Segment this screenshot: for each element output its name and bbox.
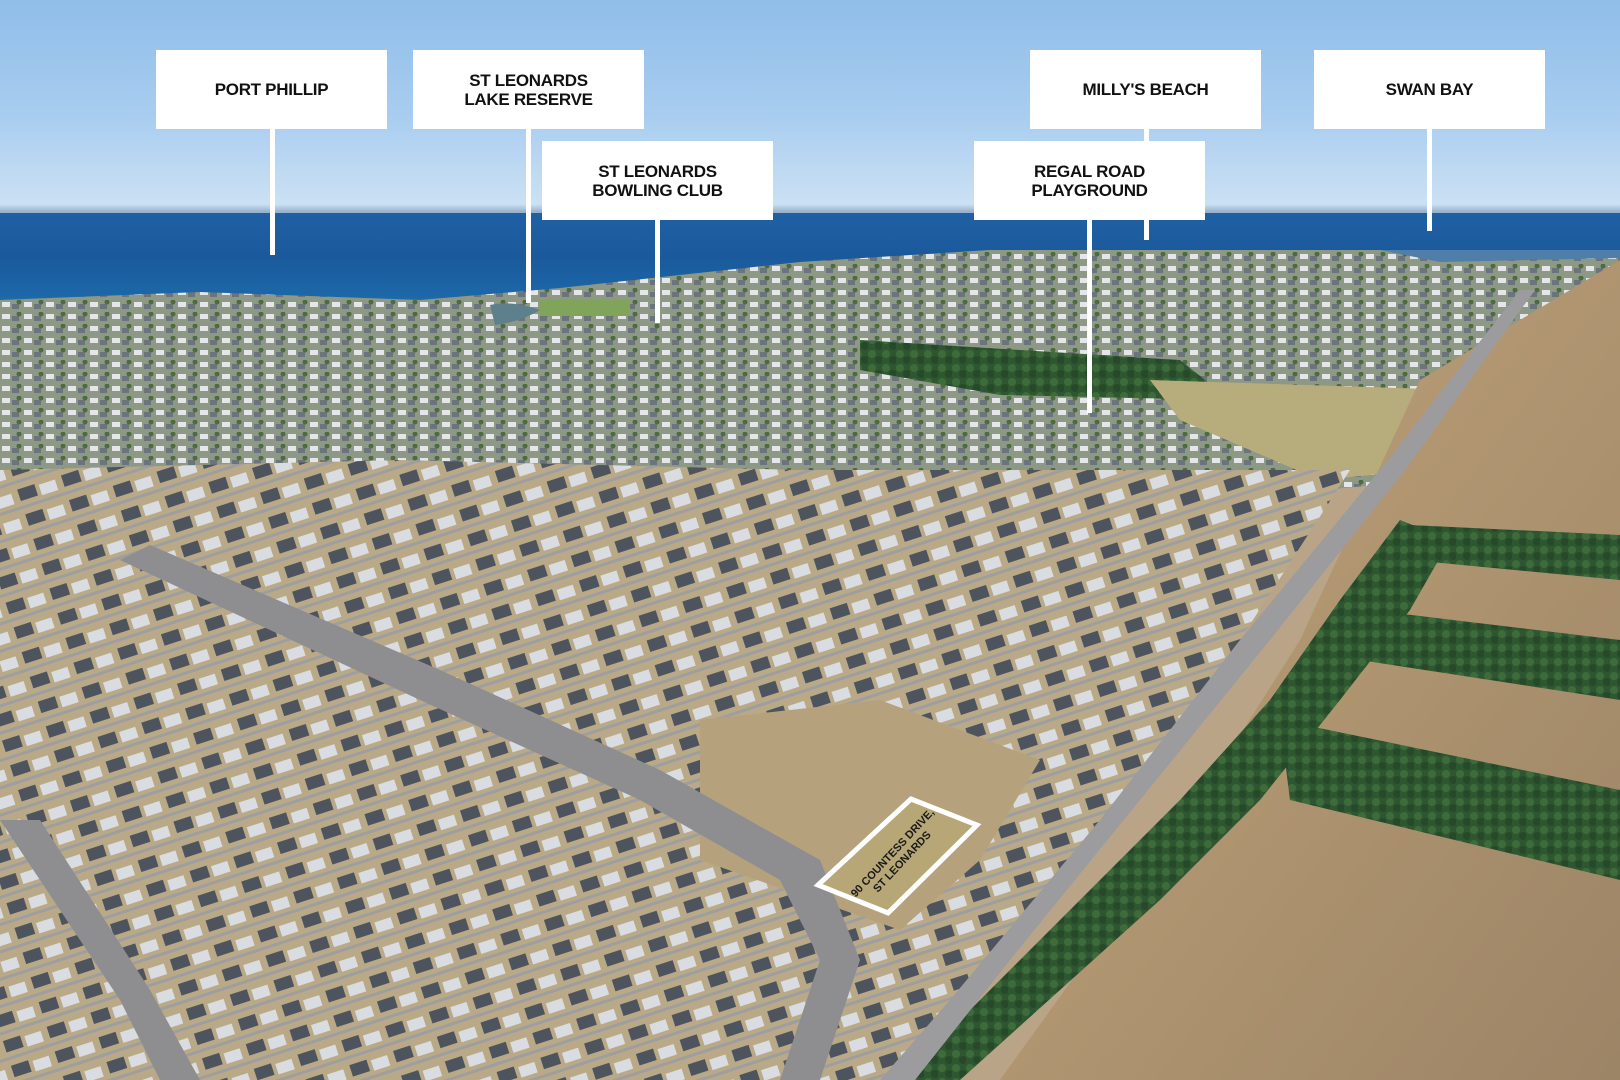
- estate-landscape: [0, 250, 1620, 1080]
- callout-label: ST LEONARDS BOWLING CLUB: [592, 161, 723, 200]
- callout-label: ST LEONARDS LAKE RESERVE: [464, 70, 593, 109]
- callout-regal-road-playground: REGAL ROAD PLAYGROUND: [974, 141, 1205, 220]
- pointer-regal-road-playground: [1087, 219, 1092, 413]
- callout-port-phillip: PORT PHILLIP: [156, 50, 387, 129]
- pointer-port-phillip: [270, 129, 275, 255]
- callout-st-leonards-bowling-club: ST LEONARDS BOWLING CLUB: [542, 141, 773, 220]
- callout-label: PORT PHILLIP: [214, 80, 329, 99]
- pointer-swan-bay: [1427, 129, 1432, 231]
- callout-label: MILLY'S BEACH: [1082, 80, 1209, 99]
- callout-swan-bay: SWAN BAY: [1314, 50, 1545, 129]
- pointer-lake-reserve: [526, 129, 531, 303]
- callout-st-leonards-lake-reserve: ST LEONARDS LAKE RESERVE: [413, 50, 644, 129]
- callout-label: REGAL ROAD PLAYGROUND: [1031, 161, 1148, 200]
- callout-millys-beach: MILLY'S BEACH: [1030, 50, 1261, 129]
- callout-label: SWAN BAY: [1385, 80, 1474, 99]
- pointer-bowling-club: [655, 219, 660, 323]
